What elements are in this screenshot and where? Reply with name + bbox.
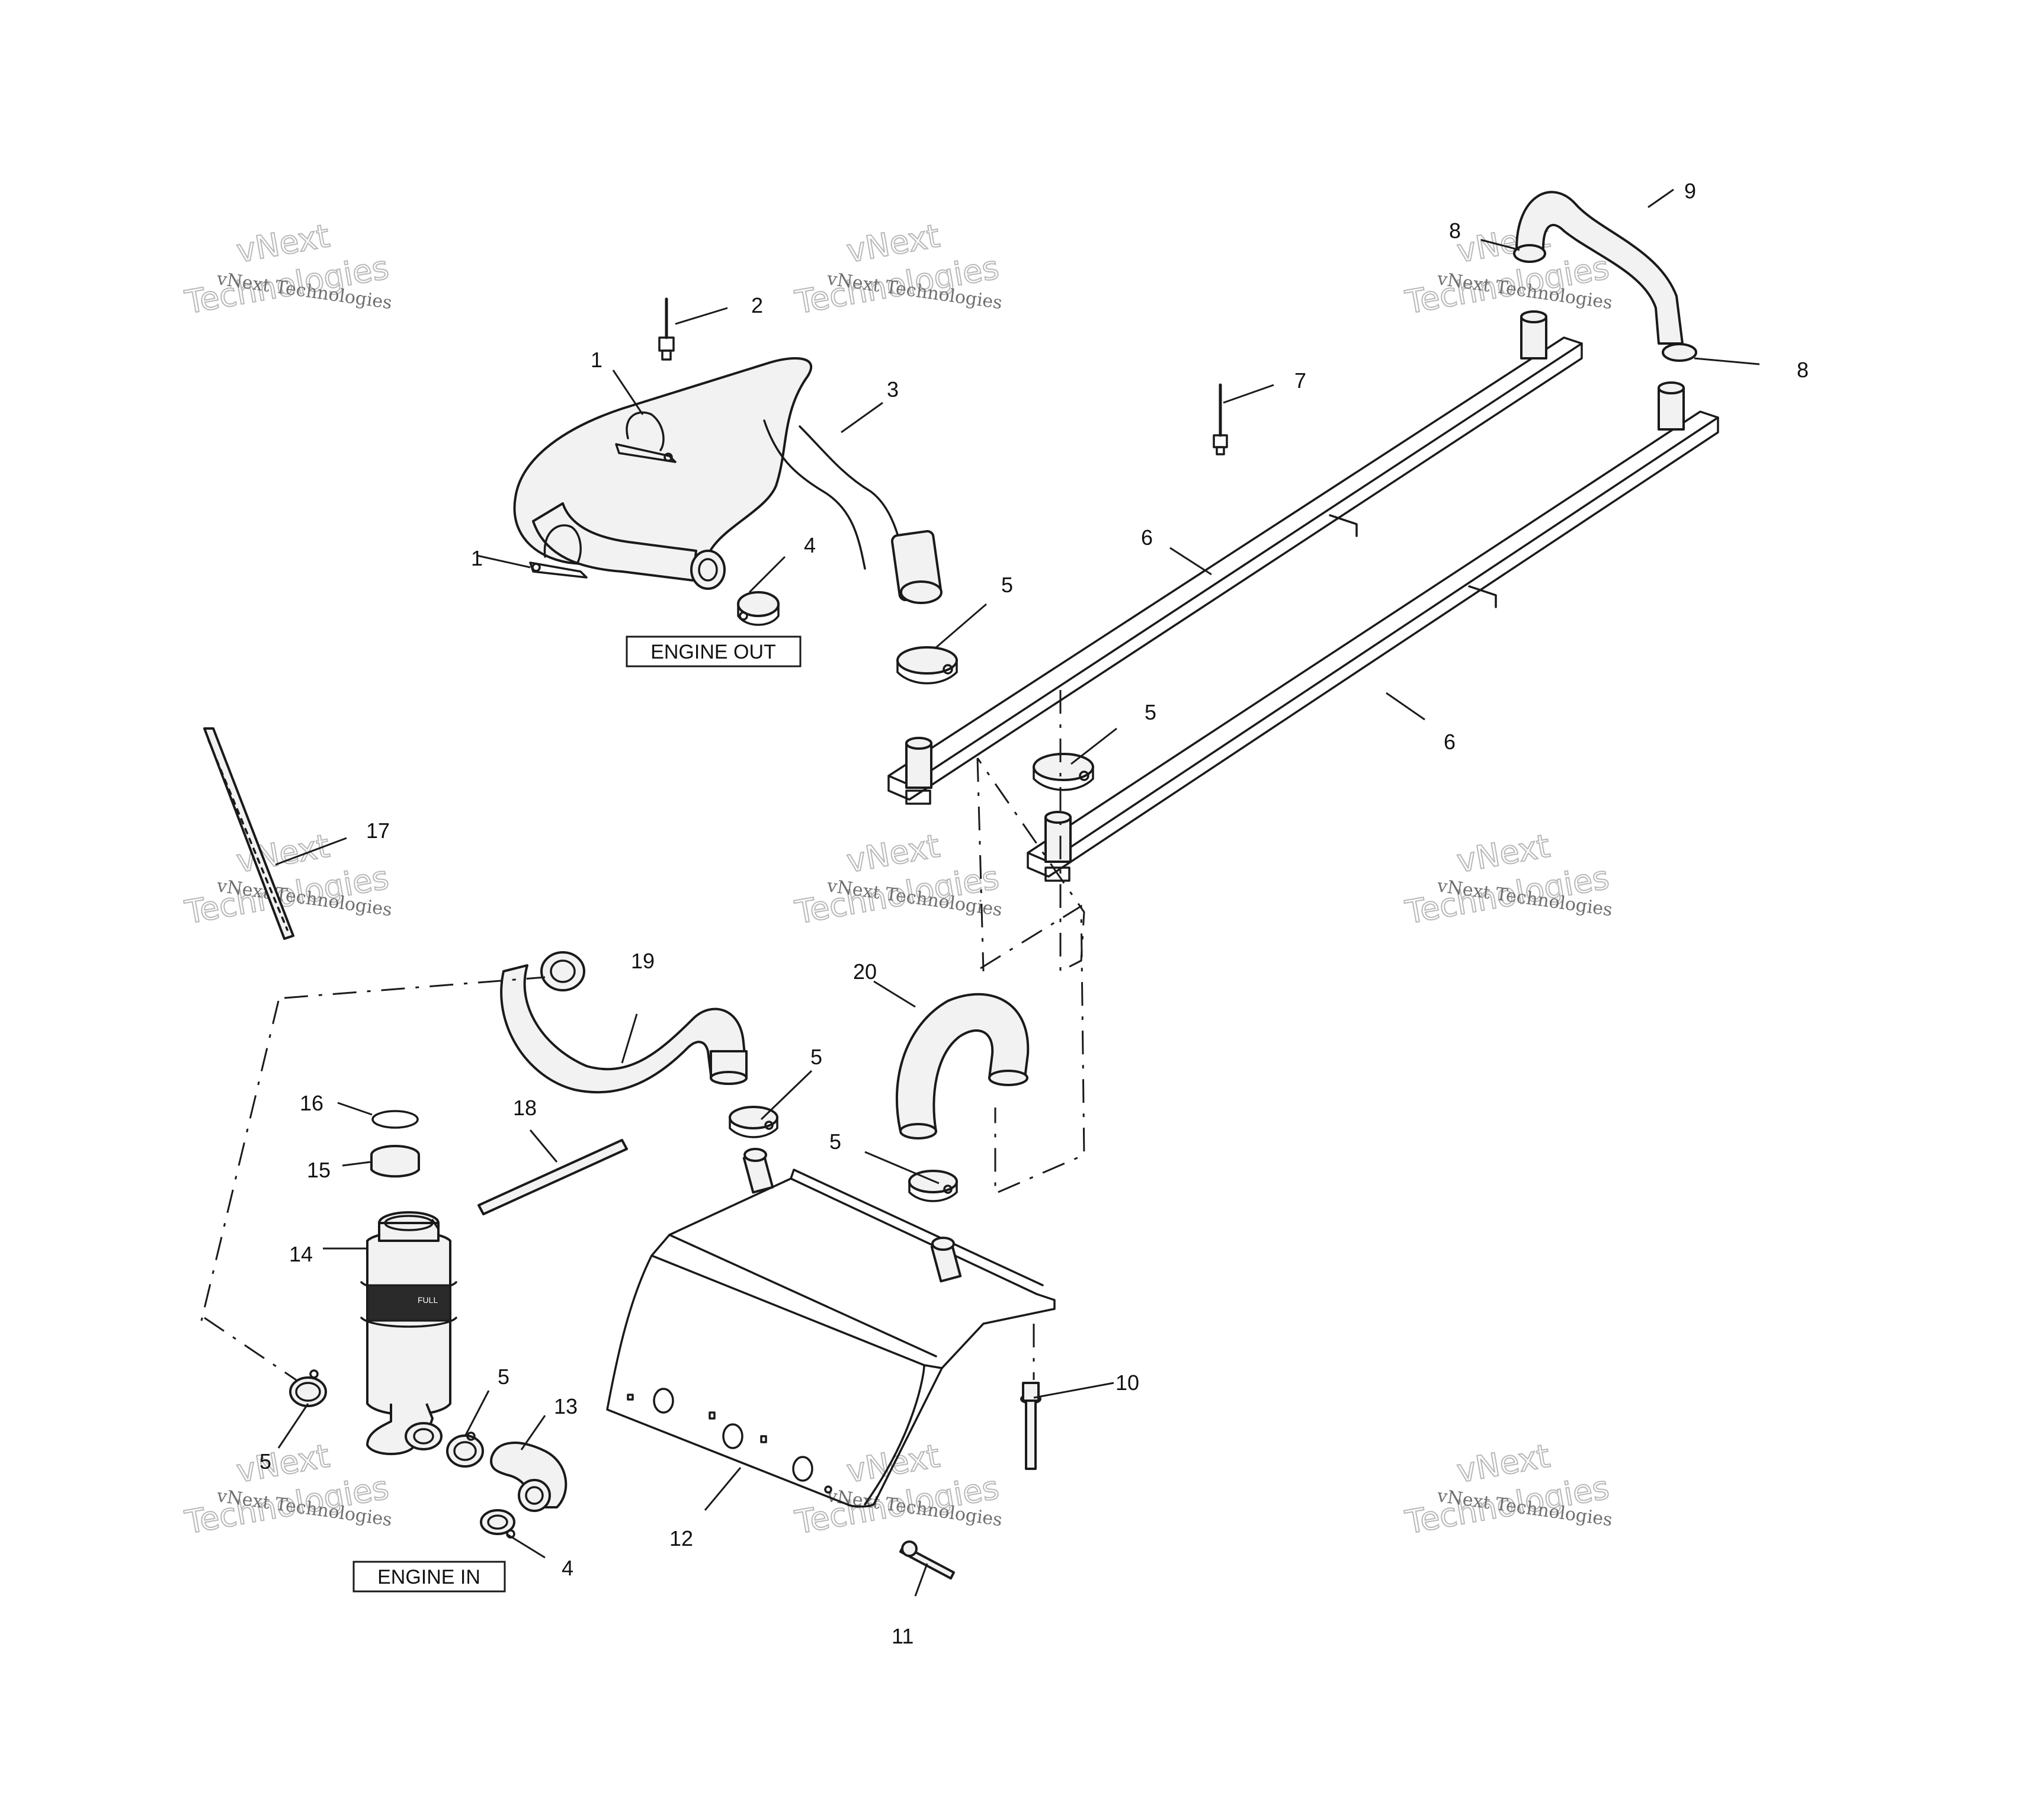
- callout-18: 18: [513, 1096, 537, 1120]
- callout-4: 4: [804, 533, 816, 557]
- callout-4: 4: [562, 1556, 573, 1580]
- callout-1: 1: [471, 546, 483, 570]
- engine-out-text: ENGINE OUT: [650, 641, 776, 663]
- part-8-clamp-left: [1513, 244, 1546, 263]
- part-10-pin: [1020, 1382, 1041, 1470]
- part-5-clamp-a: [896, 646, 958, 685]
- part-2-bolt: [658, 297, 675, 361]
- tank-marking: FULL: [418, 1295, 438, 1305]
- callout-5: 5: [1145, 700, 1156, 724]
- callout-19: 19: [631, 949, 655, 973]
- part-11-fitting: [899, 1540, 955, 1580]
- part-5-clamp-e: [289, 1369, 327, 1407]
- callout-5: 5: [1001, 573, 1013, 597]
- part-1-bracket-upper: [615, 411, 677, 463]
- part-5-clamp-c: [729, 1106, 778, 1138]
- connection-lines: [200, 690, 1085, 1381]
- callout-14: 14: [289, 1242, 313, 1266]
- callout-2: 2: [751, 293, 763, 317]
- callout-20: 20: [853, 959, 877, 984]
- part-9-crossover-hose: [1515, 191, 1684, 345]
- part-12-panel: [606, 1148, 1056, 1508]
- leader-lines: [275, 188, 1760, 1597]
- part-4-clamp-bottom: [480, 1509, 515, 1539]
- callout-5: 5: [498, 1365, 509, 1389]
- engine-in-text: ENGINE IN: [377, 1566, 480, 1588]
- callout-7: 7: [1294, 368, 1306, 393]
- engine-out-label: ENGINE OUT: [626, 635, 802, 667]
- callout-9: 9: [1684, 179, 1696, 203]
- callout-13: 13: [554, 1394, 578, 1418]
- part-13-elbow: [490, 1442, 568, 1512]
- callout-12: 12: [669, 1526, 693, 1551]
- callout-16: 16: [300, 1091, 323, 1115]
- part-3-engine-out-hose: [513, 357, 943, 604]
- part-14-reservoir-tank: FULL: [360, 1211, 457, 1455]
- engine-in-label: ENGINE IN: [352, 1561, 506, 1593]
- part-16-o-ring: [371, 1110, 419, 1129]
- part-6-heat-exchanger-upper: [887, 310, 1583, 805]
- part-17-strap: [203, 727, 294, 940]
- part-7-bolt: [1213, 383, 1228, 455]
- callout-11: 11: [892, 1624, 913, 1648]
- callout-5: 5: [829, 1129, 841, 1154]
- part-18-tube: [477, 1139, 628, 1215]
- part-6-heat-exchanger-lower: [1027, 381, 1719, 882]
- callout-10: 10: [1116, 1370, 1139, 1395]
- part-5-clamp-d: [908, 1170, 958, 1202]
- callout-5: 5: [259, 1449, 271, 1474]
- callout-1: 1: [591, 348, 602, 372]
- callout-numbers: 2 1 1 3 4 5 6 7 8 9 8 5 6 17 19 20 18 16…: [259, 179, 1809, 1648]
- part-8-clamp-right: [1662, 343, 1697, 362]
- callout-3: 3: [887, 377, 899, 402]
- callout-8: 8: [1797, 358, 1809, 382]
- part-1-bracket-lower: [529, 524, 588, 579]
- callout-8: 8: [1449, 219, 1461, 243]
- part-4-clamp-top: [737, 591, 780, 626]
- part-19-engine-in-hose: [500, 951, 748, 1094]
- callout-5: 5: [810, 1045, 822, 1069]
- callout-6: 6: [1141, 525, 1153, 550]
- callout-17: 17: [366, 818, 390, 843]
- callout-15: 15: [307, 1158, 331, 1182]
- part-20-elbow-hose: [896, 993, 1030, 1139]
- part-5-clamp-f: [446, 1431, 484, 1468]
- part-15-cap: [370, 1145, 420, 1178]
- callout-6: 6: [1444, 730, 1456, 754]
- part-5-clamp-b: [1033, 753, 1094, 791]
